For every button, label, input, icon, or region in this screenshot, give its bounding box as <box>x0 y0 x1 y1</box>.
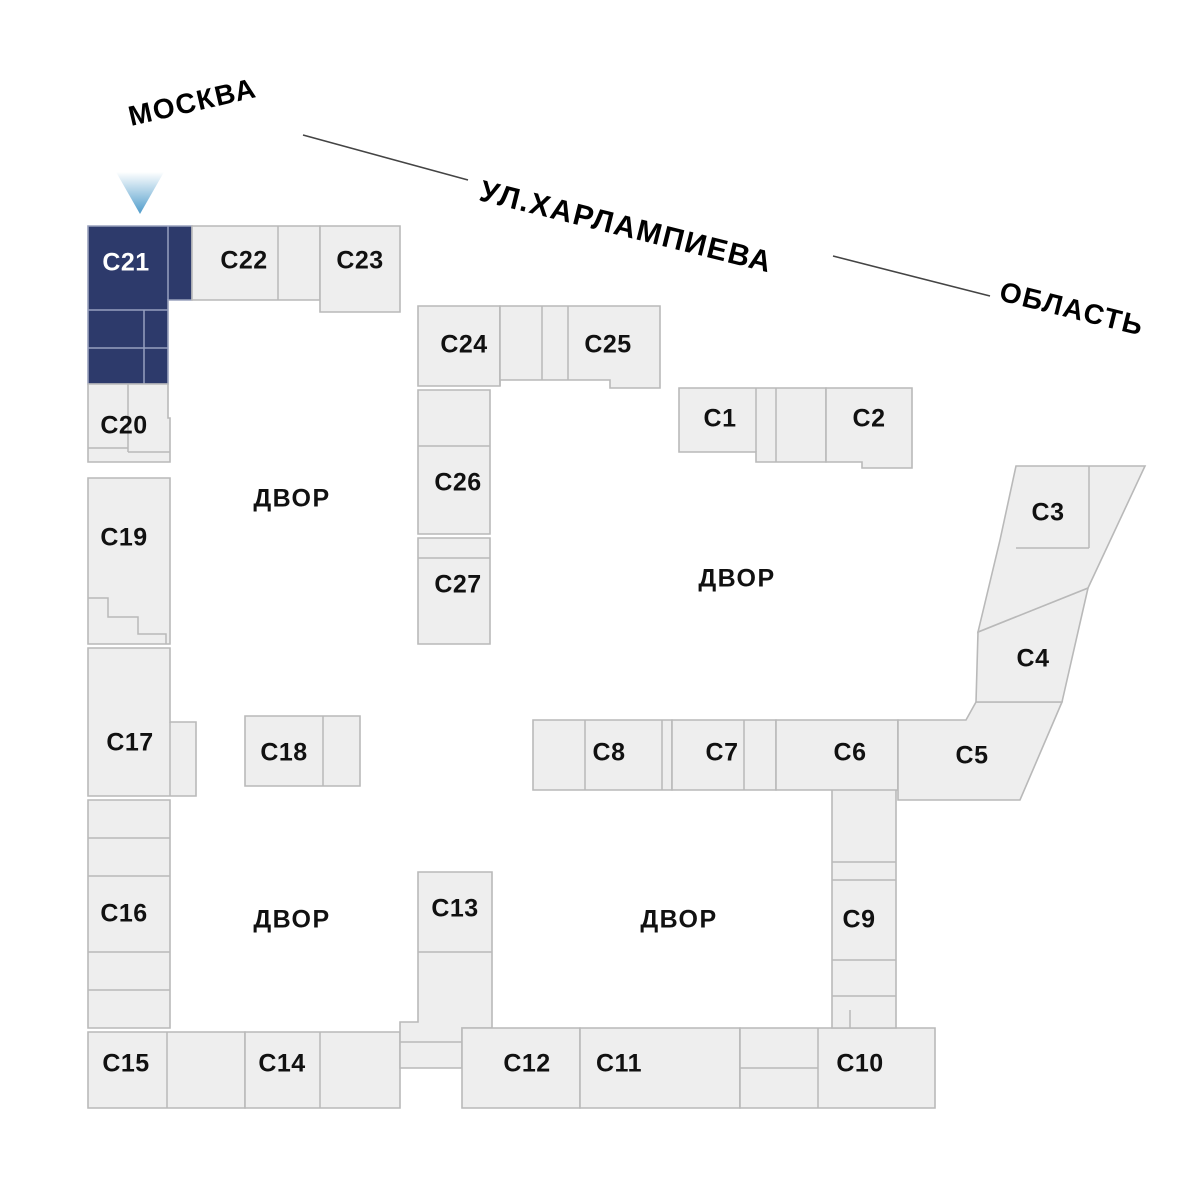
building-c1-shape[interactable] <box>678 387 827 463</box>
building-c9-label: С9 <box>843 906 876 934</box>
building-c19-divider-0 <box>88 597 167 644</box>
building-c5-shape[interactable] <box>897 701 1064 801</box>
building-c19-label: С19 <box>100 524 147 552</box>
building-c24[interactable]: С24 <box>417 305 501 387</box>
leader-line-oblast <box>832 255 991 297</box>
building-c8-label: С8 <box>593 739 626 767</box>
building-c10-label: С10 <box>836 1050 883 1078</box>
building-c15-label: С15 <box>102 1050 149 1078</box>
location-marker-group[interactable] <box>116 172 164 214</box>
building-c18-label: С18 <box>260 739 307 767</box>
building-c18[interactable]: С18 <box>244 715 361 787</box>
building-c12[interactable]: С12 <box>461 1027 581 1109</box>
building-c25-label: С25 <box>584 331 631 359</box>
building-c25[interactable]: С25 <box>499 305 661 389</box>
building-c11-label: С11 <box>596 1050 642 1078</box>
street-label-harlampieva: УЛ.ХАРЛАМПИЕВА <box>476 175 775 280</box>
direction-label-moskva: МОСКВА <box>125 72 259 132</box>
annotations-group: МОСКВА УЛ.ХАРЛАМПИЕВА ОБЛАСТЬ <box>125 72 1147 341</box>
building-c26-shape[interactable] <box>417 389 491 535</box>
courtyard-label-3: ДВОР <box>640 906 717 934</box>
building-c10[interactable]: С10 <box>739 1027 936 1109</box>
building-c8[interactable]: С8 <box>532 719 673 791</box>
building-c26[interactable]: С26 <box>417 389 491 535</box>
building-c5-label: С5 <box>956 742 989 770</box>
building-c13-label: С13 <box>431 895 478 923</box>
building-c2-shape[interactable] <box>825 387 913 469</box>
building-c27-shape[interactable] <box>417 537 491 645</box>
building-c25-shape[interactable] <box>499 305 661 389</box>
building-c19[interactable]: С19 <box>87 477 171 645</box>
building-c23[interactable]: С23 <box>319 225 401 313</box>
building-c16-label: С16 <box>100 900 147 928</box>
building-c14-label: С14 <box>258 1050 305 1078</box>
building-c18-shape[interactable] <box>244 715 361 787</box>
building-c9[interactable]: С9 <box>831 785 897 1029</box>
building-c1-label: С1 <box>704 405 737 433</box>
building-c17-label: С17 <box>106 729 153 757</box>
building-c17-shape[interactable] <box>87 647 197 797</box>
building-c7-label: С7 <box>706 739 739 767</box>
building-c19-shape[interactable] <box>87 477 171 645</box>
building-c14[interactable]: С14 <box>244 1031 401 1109</box>
building-c14-shape[interactable] <box>244 1031 401 1109</box>
location-marker[interactable] <box>116 172 164 214</box>
building-c11[interactable]: С11 <box>579 1027 741 1109</box>
building-c3-label: С3 <box>1032 499 1065 527</box>
building-c17[interactable]: С17 <box>87 647 197 797</box>
building-c20-shape[interactable] <box>87 383 171 463</box>
building-c23-shape[interactable] <box>319 225 401 313</box>
building-c24-label: С24 <box>440 331 487 359</box>
building-c7[interactable]: С7 <box>671 719 777 791</box>
building-c3-shape[interactable] <box>976 465 1147 634</box>
building-c20-label: С20 <box>100 412 147 440</box>
courtyard-label-2: ДВОР <box>253 906 330 934</box>
building-c26-label: С26 <box>434 469 481 497</box>
building-c20[interactable]: С20 <box>87 383 171 463</box>
courtyard-label-0: ДВОР <box>253 485 330 513</box>
building-c6-label: С6 <box>834 739 867 767</box>
building-c2[interactable]: С2 <box>825 387 913 469</box>
building-c22-label: С22 <box>220 247 267 275</box>
building-c13[interactable]: С13 <box>399 871 493 1069</box>
building-c23-label: С23 <box>336 247 383 275</box>
building-c3[interactable]: С3 <box>976 465 1147 634</box>
leader-lines-group <box>302 134 991 297</box>
building-c21-label: С21 <box>102 249 149 277</box>
leader-line-moskva <box>302 134 469 181</box>
building-c27[interactable]: С27 <box>417 537 491 645</box>
building-c4-label: С4 <box>1017 645 1050 673</box>
building-c1[interactable]: С1 <box>678 387 827 463</box>
direction-label-oblast: ОБЛАСТЬ <box>997 276 1148 342</box>
building-c16[interactable]: С16 <box>87 799 171 1029</box>
building-c2-label: С2 <box>853 405 886 433</box>
building-c15[interactable]: С15 <box>87 1031 246 1109</box>
building-c22[interactable]: С22 <box>191 225 321 301</box>
courtyard-labels-group: ДВОР ДВОР ДВОР ДВОР <box>253 485 775 934</box>
building-c27-label: С27 <box>434 571 481 599</box>
building-c21[interactable]: С21 <box>87 225 193 385</box>
courtyard-label-1: ДВОР <box>698 565 775 593</box>
building-c6[interactable]: С6 <box>775 719 899 791</box>
building-c12-label: С12 <box>503 1050 550 1078</box>
building-c5[interactable]: С5 <box>897 701 1064 801</box>
